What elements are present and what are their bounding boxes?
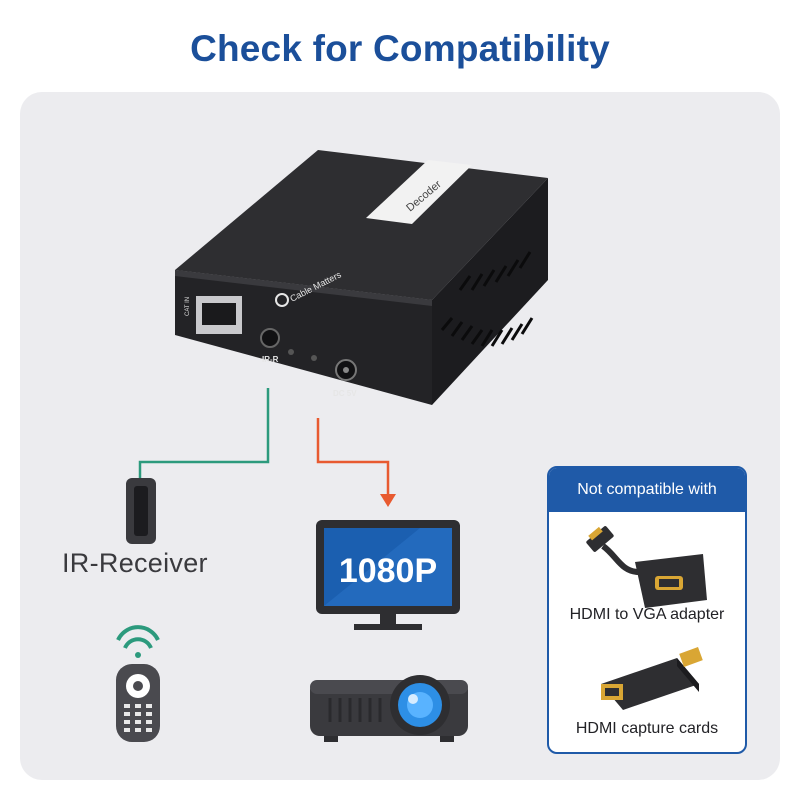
not-compatible-header: Not compatible with (549, 468, 745, 512)
ir-connection-line (138, 388, 270, 478)
monitor-resolution: 1080P (339, 552, 437, 590)
dc-label: DC 5V (333, 389, 357, 398)
brand-logo (275, 293, 289, 307)
ir-receiver-label: IR-Receiver (62, 548, 208, 578)
cat-in-label: CAT IN (185, 297, 191, 316)
hdmi-capture-card-icon (601, 647, 703, 710)
hdmi-arrow-icon (380, 494, 396, 507)
projector-icon (310, 675, 468, 742)
ir-receiver (126, 478, 156, 544)
incompatible-item-label: HDMI capture cards (575, 720, 719, 737)
not-compatible-card: Not compatible with HDMI to VGA adapter … (547, 466, 747, 754)
decoder-device: Cable Matters Decoder CAT IN IR-R DC 5V (175, 150, 548, 405)
remote-control-icon (116, 625, 160, 742)
hdmi-connection-line (316, 418, 390, 496)
incompatible-item-label: HDMI to VGA adapter (569, 606, 725, 623)
signal-icon (116, 625, 160, 641)
monitor-icon (316, 520, 460, 630)
ir-r-label: IR-R (262, 355, 279, 364)
hdmi-vga-adapter-icon (586, 526, 707, 608)
page-title: Check for Compatibility (190, 28, 610, 69)
ir-port (260, 328, 280, 348)
